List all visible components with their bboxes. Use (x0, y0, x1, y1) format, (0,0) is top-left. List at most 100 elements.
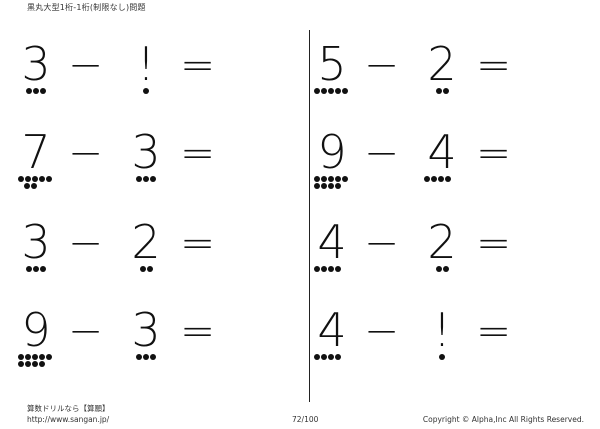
footer-site-name: 算数ドリルなら【算願】 (27, 404, 110, 413)
subtraction-problem: 4−! = (314, 302, 574, 372)
count-dot (39, 176, 45, 182)
count-dot (442, 88, 449, 94)
count-dot (39, 354, 45, 360)
count-dot (33, 88, 39, 94)
subtraction-problem: 7−3 = (18, 124, 278, 194)
count-dot (328, 266, 334, 272)
count-dot (342, 88, 348, 94)
subtrahend: ! (128, 36, 178, 96)
equals-sign: = (180, 128, 216, 177)
count-dot (150, 354, 156, 360)
count-dot (39, 361, 45, 367)
count-dot (314, 176, 320, 182)
digit: ! (432, 303, 452, 357)
count-dot (442, 266, 449, 272)
digit: 3 (131, 303, 161, 357)
minus-sign: − (68, 218, 104, 267)
count-dot (26, 88, 32, 94)
minuend: 9 (18, 302, 68, 367)
minus-sign: − (364, 128, 400, 177)
equals-sign: = (476, 40, 512, 89)
digit: 3 (21, 215, 51, 269)
subtrahend: 2 (424, 36, 474, 96)
subtrahend: 3 (128, 302, 178, 362)
count-dot (150, 176, 156, 182)
count-dot (445, 176, 451, 182)
count-dot (431, 176, 437, 182)
count-dot (139, 266, 146, 272)
subtraction-problem: 4−2= (314, 214, 574, 284)
count-dot (18, 176, 24, 182)
equals-sign: = (180, 218, 216, 267)
count-dot (335, 88, 341, 94)
count-dot (146, 266, 153, 272)
subtraction-problem: 3−2 = (18, 214, 278, 284)
count-dot (40, 88, 46, 94)
count-dot (25, 361, 31, 367)
count-dot (25, 176, 31, 182)
count-dot (143, 88, 149, 94)
minuend: 3 (18, 36, 68, 96)
equals-sign: = (180, 306, 216, 355)
count-dot (335, 176, 341, 182)
digit: 3 (131, 125, 161, 179)
digit: ! (136, 37, 156, 91)
subtrahend: ! (424, 302, 474, 362)
subtraction-problem: 9−4 = (314, 124, 574, 194)
count-dot (143, 354, 149, 360)
digit: 3 (21, 37, 51, 91)
equals-sign: = (476, 306, 512, 355)
equals-sign: = (476, 128, 512, 177)
page-number: 72/100 (292, 415, 319, 424)
count-dot (136, 354, 142, 360)
subtrahend: 4 (424, 124, 474, 184)
worksheet-title: 黒丸大型1桁-1桁(制限なし)問題 (27, 3, 146, 12)
digit: 2 (427, 37, 457, 91)
count-dot (314, 88, 320, 94)
digit: 5 (317, 37, 347, 91)
count-dot (32, 361, 38, 367)
minus-sign: − (68, 128, 104, 177)
digit: 2 (131, 215, 161, 269)
count-dot (23, 183, 30, 189)
column-divider (309, 30, 310, 402)
subtrahend: 2 (424, 214, 474, 274)
count-dot (328, 354, 334, 360)
count-dot (26, 266, 32, 272)
count-dot (136, 176, 142, 182)
minuend: 7 (18, 124, 68, 189)
count-dot (30, 183, 37, 189)
minus-sign: − (364, 40, 400, 89)
count-dot (18, 361, 24, 367)
count-dot (435, 266, 442, 272)
subtrahend: 2 (128, 214, 178, 274)
count-dot (335, 354, 341, 360)
equals-sign: = (476, 218, 512, 267)
minuend: 9 (314, 124, 364, 189)
count-dot (25, 354, 31, 360)
count-dot (18, 354, 24, 360)
count-dot (32, 354, 38, 360)
count-dot (342, 176, 348, 182)
digit: 9 (21, 303, 51, 357)
count-dot (439, 354, 445, 360)
count-dot (314, 266, 320, 272)
count-dot (438, 176, 444, 182)
count-dot (328, 88, 334, 94)
count-dot (335, 266, 341, 272)
minus-sign: − (364, 306, 400, 355)
digit: 9 (317, 125, 347, 179)
count-dot (321, 183, 327, 189)
count-dot (314, 183, 320, 189)
footer-copyright: Copyright © Alpha,Inc All Rights Reserve… (422, 415, 584, 424)
footer-url[interactable]: http://www.sangan.jp/ (27, 415, 110, 424)
count-dot (321, 176, 327, 182)
count-dot (46, 354, 52, 360)
minuend: 4 (314, 302, 364, 362)
minuend: 3 (18, 214, 68, 274)
minuend: 4 (314, 214, 364, 274)
digit: 4 (427, 125, 457, 179)
count-dot (33, 266, 39, 272)
count-dot (424, 176, 430, 182)
subtraction-problem: 9−3= (18, 302, 278, 372)
